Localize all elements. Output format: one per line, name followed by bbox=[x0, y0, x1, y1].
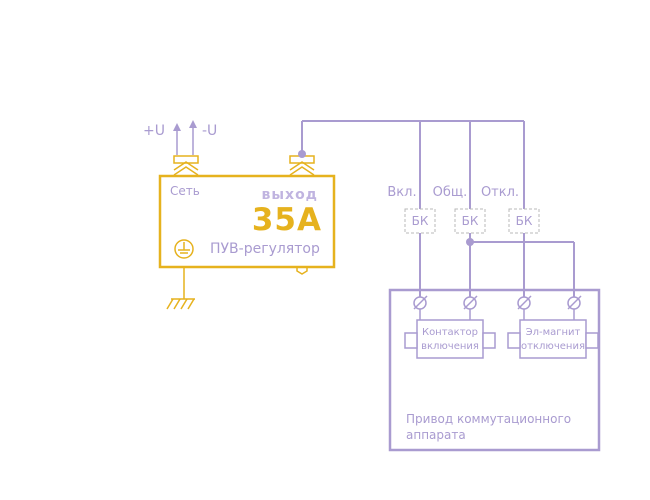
magnet-label-line2: отключения bbox=[521, 341, 585, 352]
bk-label: БК bbox=[516, 214, 533, 228]
output-connector bbox=[289, 155, 315, 176]
drive-title-line1: Привод коммутационного bbox=[406, 412, 571, 426]
plus-arrow-icon bbox=[173, 123, 181, 131]
bk-label: БК bbox=[412, 214, 429, 228]
bk-block-common: БК bbox=[454, 208, 486, 234]
contact-common-label: Общ. bbox=[433, 185, 468, 200]
current-value: 35А bbox=[252, 202, 322, 238]
contact-on-label: Вкл. bbox=[387, 185, 416, 200]
contact-off-label: Откл. bbox=[481, 185, 519, 200]
contactor-label-line2: включения bbox=[421, 341, 479, 352]
output-junction-dot bbox=[298, 150, 306, 158]
minus-u-label: -U bbox=[202, 123, 217, 139]
bottom-connector bbox=[296, 267, 308, 275]
contactor-label-line1: Контактор bbox=[422, 327, 478, 338]
supply-terminals bbox=[173, 120, 197, 155]
output-label: выход bbox=[262, 187, 318, 203]
drive-frame bbox=[388, 288, 601, 452]
magnet-box: Эл-магнит отключения bbox=[507, 319, 599, 359]
ground-wire bbox=[166, 267, 195, 310]
bk-label: БК bbox=[462, 214, 479, 228]
terminal-icons bbox=[413, 295, 582, 310]
regulator-box bbox=[158, 174, 336, 269]
terminal-leads bbox=[419, 309, 575, 320]
network-connector bbox=[173, 155, 199, 176]
common-junction-dot bbox=[466, 238, 474, 246]
magnet-label-line1: Эл-магнит bbox=[526, 327, 581, 338]
bk-block-off: БК bbox=[508, 208, 540, 234]
minus-arrow-icon bbox=[189, 120, 197, 128]
drive-title-line2: аппарата bbox=[406, 428, 466, 442]
output-bus bbox=[301, 120, 525, 209]
network-label: Сеть bbox=[170, 184, 200, 198]
plus-u-label: +U bbox=[143, 123, 165, 139]
drive-wiring bbox=[419, 233, 575, 297]
bk-block-on: БК bbox=[404, 208, 436, 234]
contactor-box: Контактор включения bbox=[404, 319, 496, 359]
ground-icon bbox=[174, 239, 194, 259]
regulator-name: ПУВ-регулятор bbox=[210, 241, 320, 257]
